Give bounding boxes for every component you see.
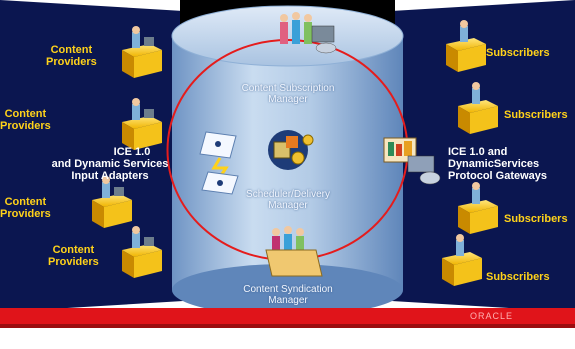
label-line: Input Adapters <box>71 170 149 182</box>
provider-label-line: Content <box>4 196 47 208</box>
footer-bar <box>0 308 575 324</box>
label-line: Content Syndication <box>243 284 333 295</box>
label-line: and Dynamic Services <box>51 158 169 170</box>
label-line: Scheduler/Delivery <box>246 189 330 200</box>
label-line: DynamicServices <box>448 158 540 170</box>
oracle-logo: ORACLE <box>470 311 514 321</box>
label-line: ICE 1.0 <box>113 146 151 158</box>
scheduler-manager-label: Scheduler/Delivery Manager <box>218 189 358 211</box>
provider-label-line: Content <box>4 108 47 120</box>
footer-bar-shadow <box>0 324 575 328</box>
label-line: Manager <box>268 200 308 211</box>
provider-label: Content Providers <box>0 108 51 132</box>
provider-label: Content Providers <box>48 244 99 268</box>
provider-icon <box>92 176 132 228</box>
provider-label: Content Providers <box>0 196 51 220</box>
subscriber-label: Subscribers <box>486 271 550 283</box>
syndication-icon <box>265 226 323 277</box>
subscriber-icon <box>442 234 482 286</box>
provider-label-line: Providers <box>48 256 99 268</box>
input-adapter-icon <box>199 131 239 195</box>
provider-label: Content Providers <box>46 44 97 68</box>
provider-label-line: Content <box>50 44 93 56</box>
subscription-manager-label: Content Subscription Manager <box>218 83 358 105</box>
left-wall-panel <box>0 0 200 312</box>
label-line: ICE 1.0 and <box>448 146 508 158</box>
subscriber-label: Subscribers <box>504 109 568 121</box>
subscriber-icon <box>446 20 486 72</box>
provider-label-line: Providers <box>46 56 97 68</box>
provider-icon <box>122 226 162 278</box>
subscriber-icon <box>458 182 498 234</box>
provider-label-line: Content <box>52 244 95 256</box>
syndication-manager-label: Content Syndication Manager <box>218 284 358 306</box>
scheduler-icon <box>268 130 314 170</box>
provider-icon <box>122 98 162 150</box>
subscription-manager-icon <box>280 12 337 54</box>
input-adapters-label: ICE 1.0 and Dynamic Services Input Adapt… <box>42 146 178 182</box>
provider-icon <box>122 26 162 78</box>
label-line: Content Subscription <box>241 83 335 94</box>
label-line: Manager <box>268 295 308 306</box>
label-line: Manager <box>268 94 308 105</box>
right-wall-panel <box>375 0 575 312</box>
label-line: Protocol Gateways <box>448 170 548 182</box>
protocol-gateways-label: ICE 1.0 and DynamicServices Protocol Gat… <box>448 146 547 182</box>
provider-label-line: Providers <box>0 208 51 220</box>
protocol-gateway-icon <box>383 137 441 185</box>
subscriber-label: Subscribers <box>486 47 550 59</box>
subscriber-icon <box>458 82 498 134</box>
provider-label-line: Providers <box>0 120 51 132</box>
subscriber-label: Subscribers <box>504 213 568 225</box>
